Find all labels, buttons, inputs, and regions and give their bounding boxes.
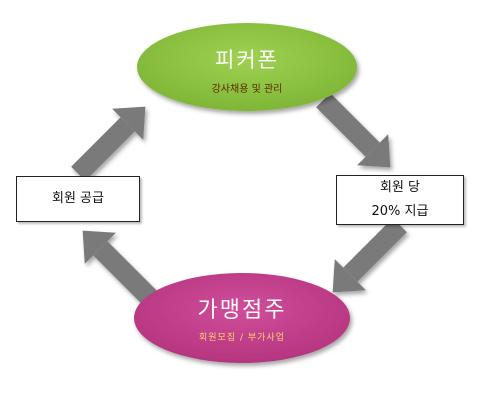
left-node-box: 회원 공급 xyxy=(16,176,140,222)
arrow-shaft xyxy=(343,218,407,282)
arrow-top-to-right xyxy=(316,93,391,168)
left-node-label: 회원 공급 xyxy=(52,191,104,206)
right-node-box: 회원 당 20% 지급 xyxy=(336,175,464,225)
arrow-head xyxy=(357,134,391,168)
bottom-node-ellipse xyxy=(134,273,350,363)
arrow-left-to-top xyxy=(71,106,146,181)
right-node-line2: 20% 지급 xyxy=(371,204,429,219)
arrow-head xyxy=(112,106,146,140)
top-node-ellipse xyxy=(137,23,357,111)
arrow-shaft xyxy=(316,93,380,157)
arrow-shaft xyxy=(93,241,157,305)
arrow-right-to-bottom xyxy=(332,218,407,293)
arrow-head xyxy=(332,259,366,293)
top-node-title: 피커폰 xyxy=(215,48,279,72)
bottom-node-title: 가맹점주 xyxy=(197,298,287,323)
arrow-head xyxy=(82,230,116,264)
arrow-bottom-to-left xyxy=(82,230,157,305)
right-node-line1: 회원 당 xyxy=(379,180,420,195)
arrow-shaft xyxy=(71,117,135,181)
bottom-node-subtitle: 회원모집 / 부가사업 xyxy=(199,333,285,343)
top-node-subtitle: 강사채용 및 관리 xyxy=(211,84,283,95)
